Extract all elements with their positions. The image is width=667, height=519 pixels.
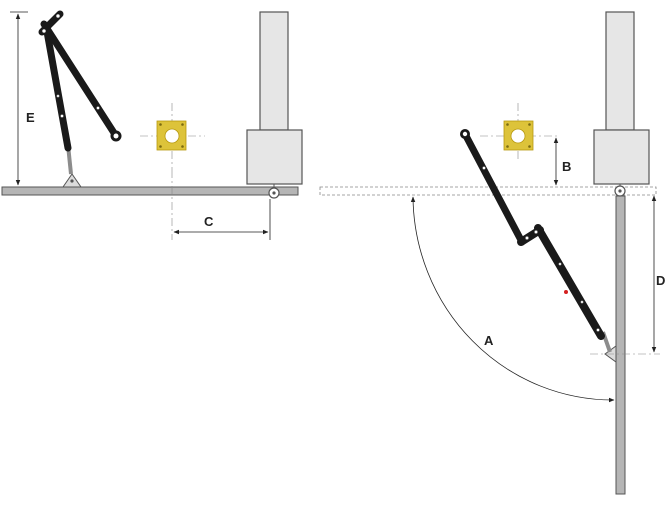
label-a: A	[484, 333, 494, 348]
closer-housing-right	[593, 11, 650, 197]
arm-assembly-right	[460, 129, 617, 363]
mounting-plate-left	[140, 103, 205, 170]
door-panel-right	[615, 195, 626, 495]
left-view: E C	[1, 10, 303, 240]
dimension-c	[171, 170, 271, 240]
door-closed-outline	[319, 186, 657, 196]
label-d: D	[656, 273, 665, 288]
door-panel-left	[1, 186, 299, 196]
label-c: C	[204, 214, 214, 229]
dimension-e	[10, 11, 28, 186]
mounting-plate-right	[480, 103, 560, 160]
label-e: E	[26, 110, 35, 125]
closer-housing-left	[246, 11, 303, 199]
pivot-marker	[564, 290, 568, 294]
angle-a-arc	[410, 196, 615, 403]
arm-assembly-left	[38, 10, 122, 188]
right-view: B D A	[319, 11, 665, 495]
label-b: B	[562, 159, 571, 174]
